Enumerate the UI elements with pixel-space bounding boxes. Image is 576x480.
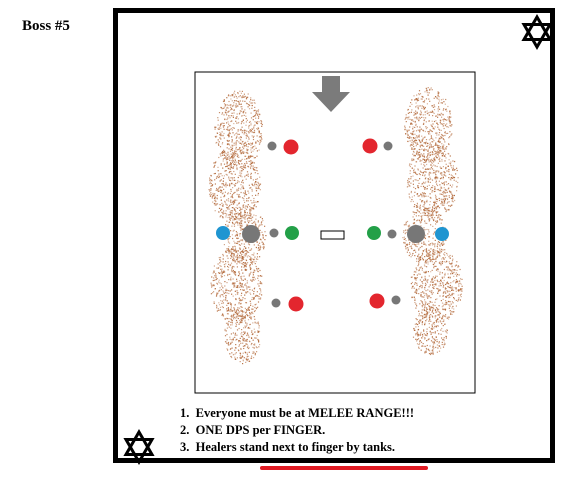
boss-finger bbox=[383, 141, 393, 151]
boss-finger bbox=[391, 295, 401, 305]
healer-marker bbox=[285, 226, 299, 240]
page-title: Boss #5 bbox=[22, 18, 70, 34]
boss-finger bbox=[267, 141, 277, 151]
exit-marker bbox=[260, 466, 428, 470]
dust-zones bbox=[208, 87, 463, 365]
tank-marker bbox=[216, 226, 230, 240]
dps-marker bbox=[288, 296, 304, 312]
boss-finger bbox=[387, 229, 397, 239]
dps-marker bbox=[369, 293, 385, 309]
instruction-list: 1. Everyone must be at MELEE RANGE!!! 2.… bbox=[180, 405, 414, 456]
dps-marker bbox=[283, 139, 299, 155]
boss-hand bbox=[242, 225, 260, 243]
down-arrow-icon bbox=[312, 76, 350, 112]
star-of-david-icon bbox=[521, 14, 553, 50]
boss-finger bbox=[269, 228, 279, 238]
tank-marker bbox=[435, 227, 449, 241]
dps-marker bbox=[362, 138, 378, 154]
boss-finger bbox=[271, 298, 281, 308]
arena-border bbox=[194, 71, 476, 394]
boss-hand bbox=[407, 225, 425, 243]
instruction-text: ONE DPS per FINGER. bbox=[195, 423, 326, 437]
star-of-david-icon bbox=[123, 429, 155, 465]
instruction-item: 2. ONE DPS per FINGER. bbox=[180, 423, 326, 437]
healer-marker bbox=[367, 226, 381, 240]
instruction-text: Healers stand next to finger by tanks. bbox=[195, 440, 396, 454]
instruction-item: 1. Everyone must be at MELEE RANGE!!! bbox=[180, 406, 415, 420]
outer-room-wall bbox=[113, 8, 555, 463]
instruction-item: 3. Healers stand next to finger by tanks… bbox=[180, 440, 396, 454]
center-marker bbox=[320, 230, 345, 240]
instruction-text: Everyone must be at MELEE RANGE!!! bbox=[195, 406, 415, 420]
